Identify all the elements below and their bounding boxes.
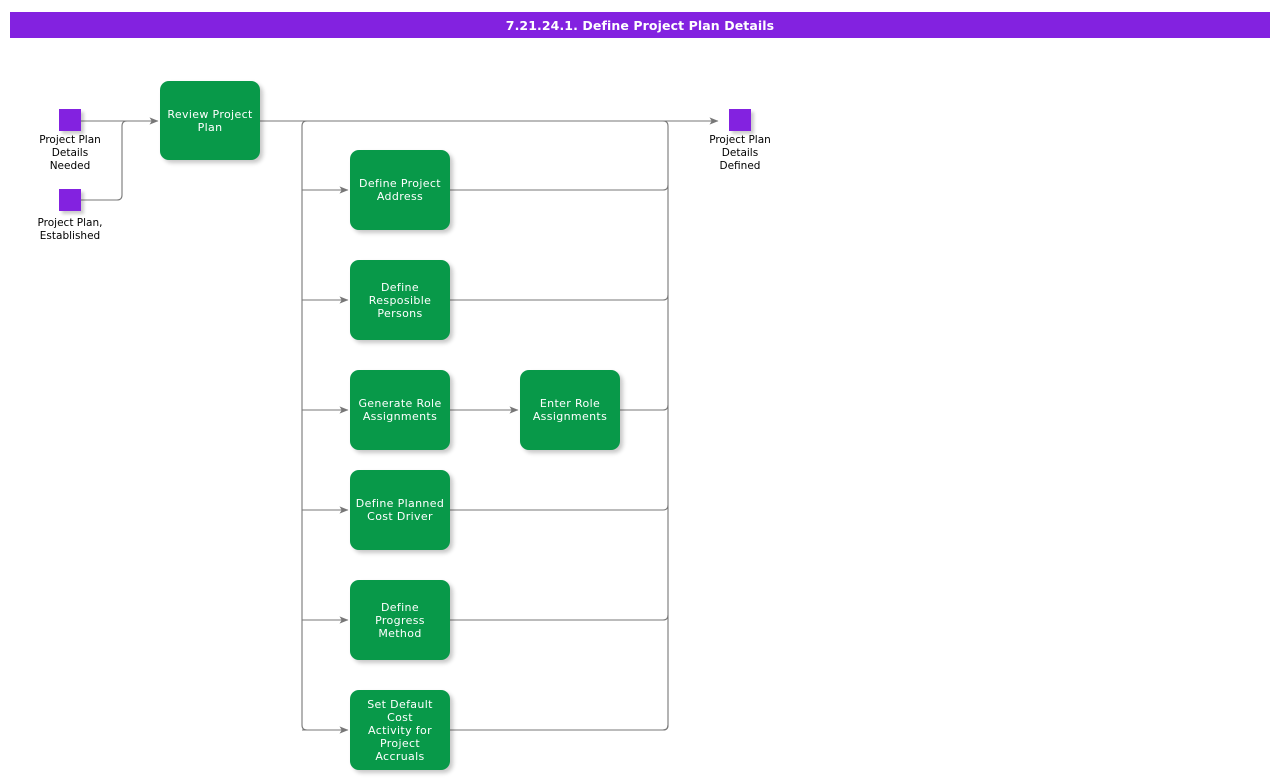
- task-enter-role-assignments[interactable]: Enter Role Assignments: [520, 370, 620, 450]
- task-label-define-progress-method: Define Progress Method: [375, 600, 425, 640]
- event-project-plan-details-needed[interactable]: [59, 109, 81, 131]
- edge-define-project-address-to-trunk: [450, 184, 669, 191]
- edge-define-progress-method-to-trunk: [450, 614, 669, 621]
- task-label-define-resposible-persons: Define Resposible Persons: [368, 280, 432, 320]
- task-label-define-project-address: Define Project Address: [359, 177, 441, 203]
- task-label-enter-role-assignments: Enter Role Assignments: [532, 397, 608, 423]
- event-project-plan-details-defined[interactable]: [729, 109, 751, 131]
- task-define-resposible-persons[interactable]: Define Resposible Persons: [350, 260, 450, 340]
- task-define-planned-cost-driver[interactable]: Define Planned Cost Driver: [350, 470, 450, 550]
- event-label-project-plan-details-defined: Project Plan Details Defined: [709, 134, 771, 172]
- page-title: 7.21.24.1. Define Project Plan Details: [505, 17, 775, 33]
- task-review-project-plan[interactable]: Review Project Plan: [160, 81, 260, 160]
- edge-define-planned-cost-driver-to-trunk: [450, 504, 669, 511]
- event-project-plan-established[interactable]: [59, 189, 81, 211]
- task-define-project-address[interactable]: Define Project Address: [350, 150, 450, 230]
- branch-trunk-right: [662, 120, 669, 731]
- task-generate-role-assignments[interactable]: Generate Role Assignments: [350, 370, 450, 450]
- branch-trunk-left: [301, 120, 308, 731]
- event-label-project-plan-details-needed: Project Plan Details Needed: [39, 134, 101, 172]
- task-label-generate-role-assignments: Generate Role Assignments: [358, 397, 442, 423]
- edge-define-resposible-persons-to-trunk: [450, 294, 669, 301]
- edge-set-default-cost-activity-to-trunk: [450, 724, 669, 731]
- edge-enter-role-assignments-to-trunk: [620, 404, 669, 411]
- page-title-bar: 7.21.24.1. Define Project Plan Details: [10, 12, 1270, 38]
- event-label-project-plan-established: Project Plan, Established: [37, 217, 103, 242]
- task-define-progress-method[interactable]: Define Progress Method: [350, 580, 450, 660]
- task-label-define-planned-cost-driver: Define Planned Cost Driver: [355, 497, 445, 523]
- task-label-review-project-plan: Review Project Plan: [167, 107, 253, 134]
- task-label-set-default-cost-activity: Set Default Cost Activity for Project Ac…: [367, 697, 433, 763]
- task-set-default-cost-activity[interactable]: Set Default Cost Activity for Project Ac…: [350, 690, 450, 770]
